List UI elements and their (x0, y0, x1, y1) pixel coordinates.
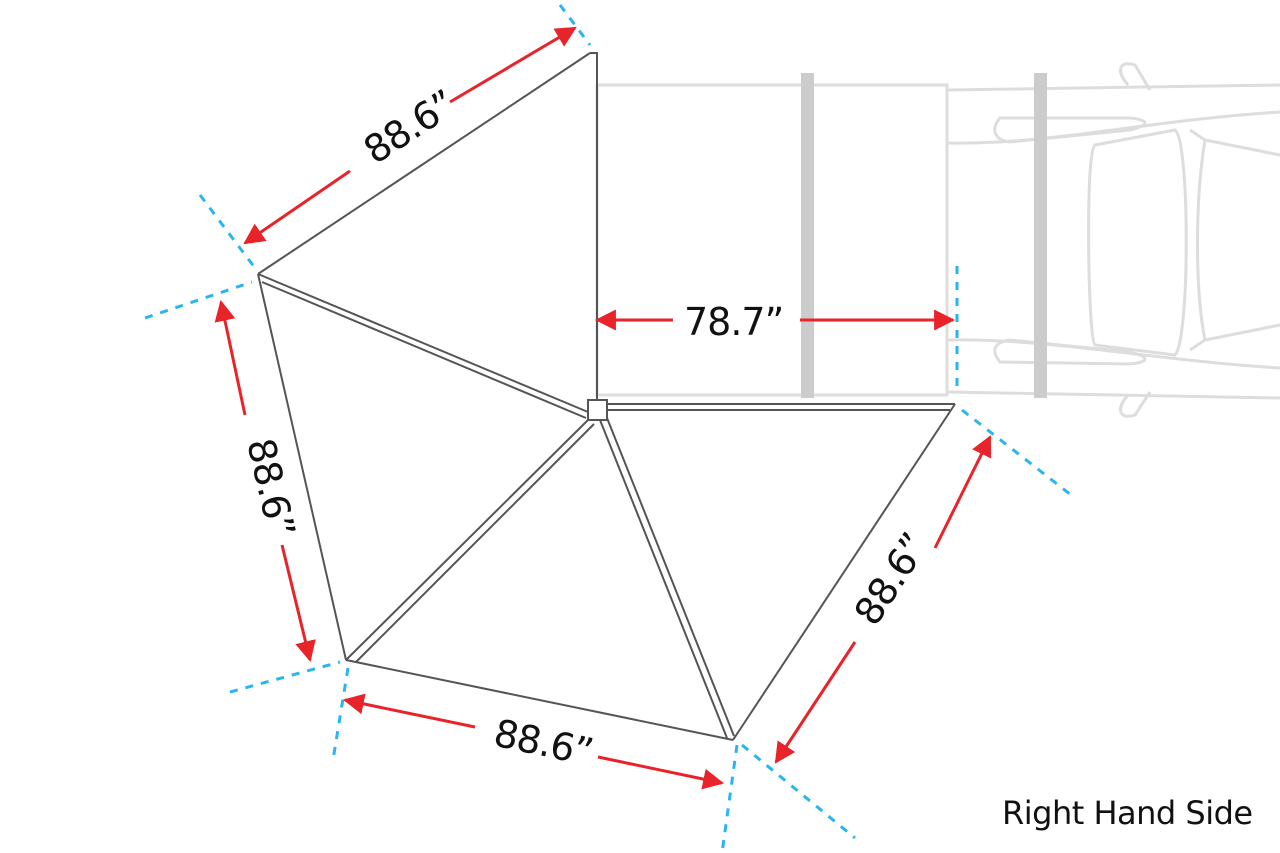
caption: Right Hand Side (1002, 794, 1253, 832)
vehicle-outline (595, 62, 1280, 418)
dimension-arrows (214, 26, 992, 790)
awning-outline (257, 52, 956, 741)
dim-label-vehicle-width: 78.7” (684, 300, 783, 344)
roof-bars (801, 73, 1047, 398)
guide-lines (144, 4, 1076, 853)
dim-label-bottom: 88.6” (490, 711, 596, 775)
dim-label-right: 88.6” (846, 526, 937, 633)
dim-label-left: 88.6” (238, 434, 303, 541)
dim-label-top-left: 88.6” (356, 82, 463, 173)
